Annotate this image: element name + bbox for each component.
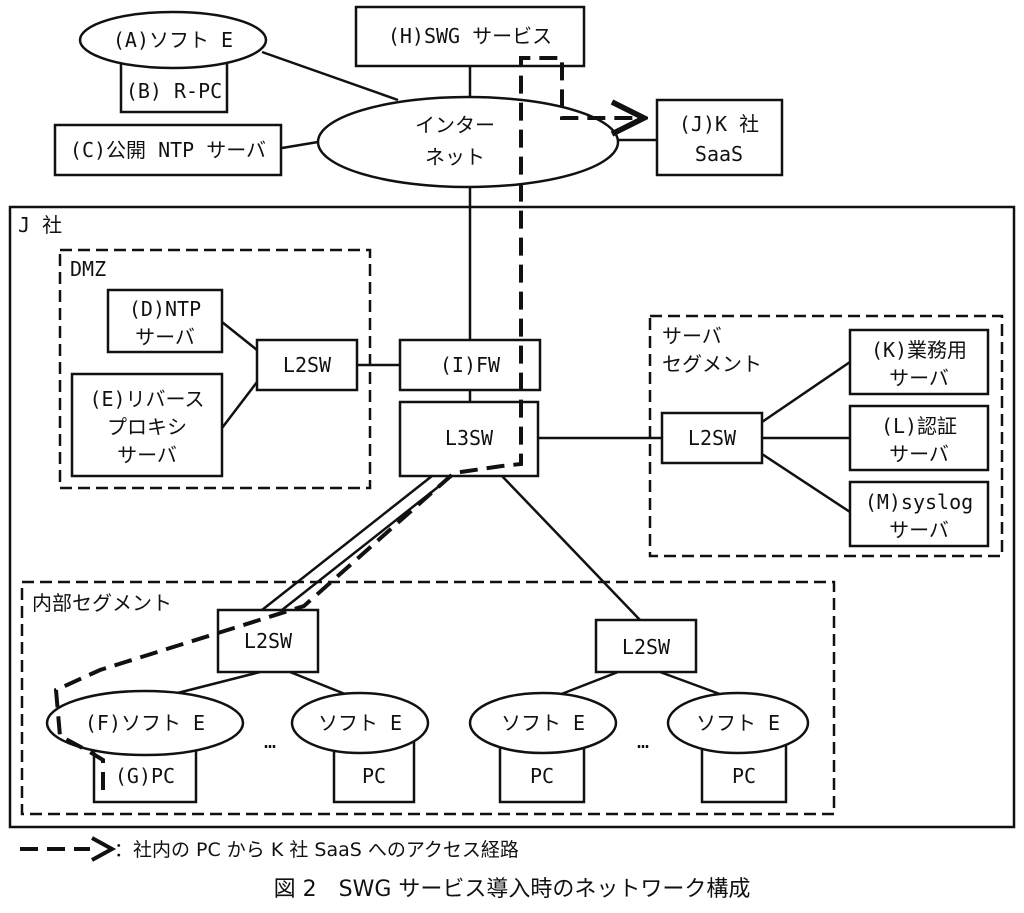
ellipsis-right: … — [637, 729, 649, 753]
l3sw-label: L3SW — [445, 426, 494, 450]
soft-e-4: ソフト E — [666, 691, 810, 755]
ellipsis-left: … — [264, 729, 276, 753]
link-d-dmzl2sw — [221, 321, 258, 351]
node-l-label-2: サーバ — [889, 442, 949, 466]
node-k-label-1: (K)業務用 — [871, 338, 967, 362]
node-e: (E)リバース プロキシ サーバ — [70, 372, 224, 478]
node-g-label: (G)PC — [115, 764, 175, 788]
link-l3sw-intl2sw-left-1 — [261, 475, 433, 611]
int-l2sw-left-label: L2SW — [244, 629, 293, 653]
node-m: (M)syslog サーバ — [848, 480, 990, 548]
link-l3sw-intl2sw-right — [501, 475, 641, 621]
node-internet: インター ネット — [316, 95, 620, 189]
link-a-internet — [261, 50, 399, 102]
node-c-label: (C)公開 NTP サーバ — [70, 138, 266, 162]
server-segment-label-2: セグメント — [662, 352, 762, 376]
node-i-label: (I)FW — [440, 353, 501, 377]
soft-e-4-label: ソフト E — [696, 711, 780, 735]
node-c: (C)公開 NTP サーバ — [53, 123, 283, 177]
srv-l2sw-label: L2SW — [688, 426, 737, 450]
server-segment-label-1: サーバ — [662, 324, 722, 348]
pc-3-label: PC — [530, 764, 554, 788]
internet-label-2: ネット — [425, 145, 485, 169]
access-route-path — [53, 56, 640, 790]
node-k: (K)業務用 サーバ — [848, 328, 990, 396]
company-region — [8, 205, 1016, 829]
dmz-zone — [58, 248, 372, 490]
node-a: (A)ソフト E — [78, 10, 268, 70]
link-c-internet — [281, 140, 319, 150]
node-srv-l2sw: L2SW — [660, 411, 764, 465]
soft-e-2-label: ソフト E — [318, 711, 402, 735]
node-int-l2sw-right: L2SW — [594, 618, 698, 674]
node-m-label-2: サーバ — [889, 518, 949, 542]
node-i: (I)FW — [398, 338, 542, 392]
server-segment-zone — [648, 314, 1004, 558]
node-int-l2sw-left: L2SW — [216, 608, 320, 674]
zones: J 社 DMZ サーバ セグメント 内部セグメント — [8, 205, 1016, 829]
node-l: (L)認証 サーバ — [848, 404, 990, 472]
node-b-label: (B) R-PC — [126, 79, 222, 103]
link-srvl2sw-m — [761, 452, 851, 514]
internal-segment-zone — [20, 580, 836, 816]
connection-lines — [149, 50, 851, 702]
node-k-label-2: サーバ — [889, 366, 949, 390]
node-a-label: (A)ソフト E — [113, 28, 233, 52]
node-j-label-1: (J)K 社 — [679, 112, 759, 136]
node-e-label-3: サーバ — [117, 443, 177, 467]
node-d: (D)NTP サーバ — [106, 288, 224, 354]
node-m-label-1: (M)syslog — [865, 490, 973, 514]
node-e-label-1: (E)リバース — [89, 387, 204, 411]
node-e-label-2: プロキシ — [107, 415, 187, 439]
legend-arrow-icon — [91, 836, 117, 862]
internet-label-1: インター — [415, 113, 495, 137]
int-l2sw-right-label: L2SW — [622, 635, 671, 659]
internal-segment-label: 内部セグメント — [32, 591, 172, 615]
dmz-l2sw-label: L2SW — [283, 353, 332, 377]
pc-2-label: PC — [362, 764, 386, 788]
node-d-label-2: サーバ — [135, 325, 195, 349]
node-j-label-2: SaaS — [695, 142, 743, 166]
dmz-label: DMZ — [70, 257, 106, 281]
node-h-label: (H)SWG サービス — [388, 24, 552, 48]
legend: ：社内の PC から K 社 SaaS へのアクセス経路 — [20, 836, 519, 862]
node-l-label-1: (L)認証 — [881, 414, 957, 438]
link-e-dmzl2sw — [221, 381, 258, 429]
company-label: J 社 — [18, 213, 62, 237]
node-f: (F)ソフト E — [45, 689, 245, 757]
node-f-label: (F)ソフト E — [85, 711, 205, 735]
soft-e-3-label: ソフト E — [501, 711, 585, 735]
node-j: (J)K 社 SaaS — [655, 98, 784, 177]
soft-e-3: ソフト E — [468, 691, 618, 755]
link-srvl2sw-k — [761, 360, 851, 424]
node-d-label-1: (D)NTP — [129, 297, 201, 321]
node-b: (B) R-PC — [119, 60, 229, 114]
pc-4-label: PC — [732, 764, 756, 788]
figure-caption: 図 2 SWG サービス導入時のネットワーク構成 — [274, 877, 751, 902]
legend-text: ：社内の PC から K 社 SaaS へのアクセス経路 — [114, 839, 519, 861]
soft-e-2: ソフト E — [290, 691, 430, 755]
node-dmz-l2sw: L2SW — [255, 338, 359, 392]
